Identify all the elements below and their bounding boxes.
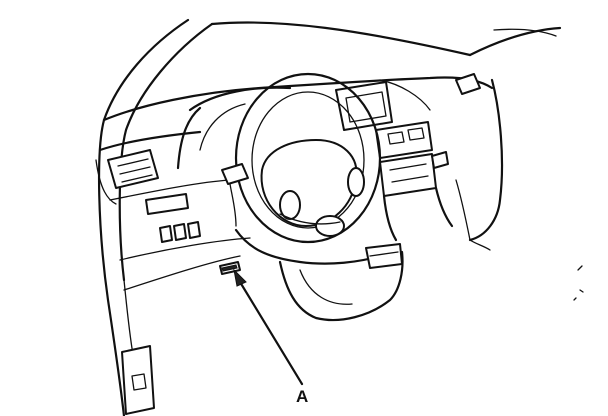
a-pillar [97,18,214,416]
callout-label-a: A [296,387,309,406]
turn-signal-stalk [221,163,249,227]
instrument-cluster [176,86,292,170]
callout-arrow [233,268,304,386]
right-pillar [455,78,584,301]
kick-panel [121,345,155,415]
left-lower-panel [109,179,251,291]
steering-column [234,228,404,322]
windshield-frame [210,21,562,57]
dashboard-top [98,73,494,152]
component-a [219,261,241,275]
center-stack [375,121,454,242]
left-vent [95,149,159,205]
steering-wheel [234,72,382,244]
